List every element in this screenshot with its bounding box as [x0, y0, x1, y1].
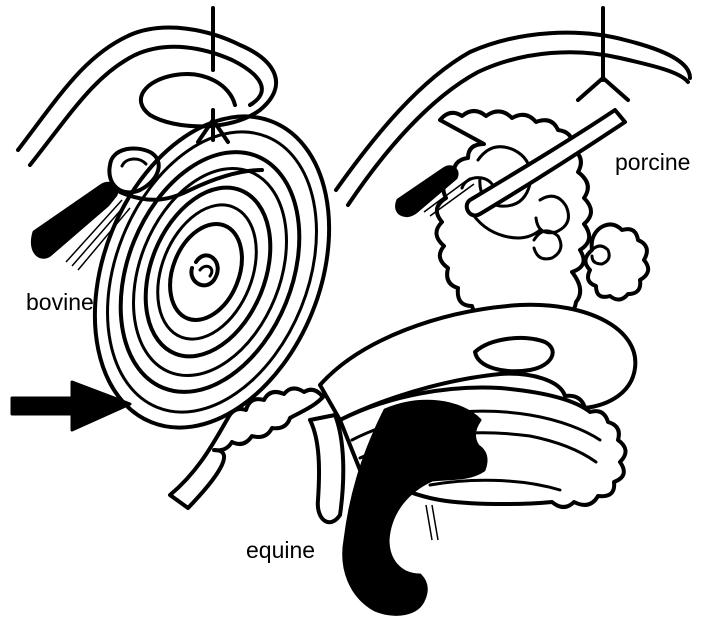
- equine-label: equine: [246, 537, 315, 563]
- equine-small-colon: [170, 388, 328, 508]
- equine-descending-loop: [310, 415, 343, 522]
- equine-ileum-lines: [426, 505, 438, 540]
- equine-pelvic-flexure: [475, 338, 553, 371]
- bovine-proximal-colon-inner: [30, 47, 262, 165]
- porcine-label: porcine: [615, 149, 690, 175]
- bovine-label: bovine: [26, 289, 94, 315]
